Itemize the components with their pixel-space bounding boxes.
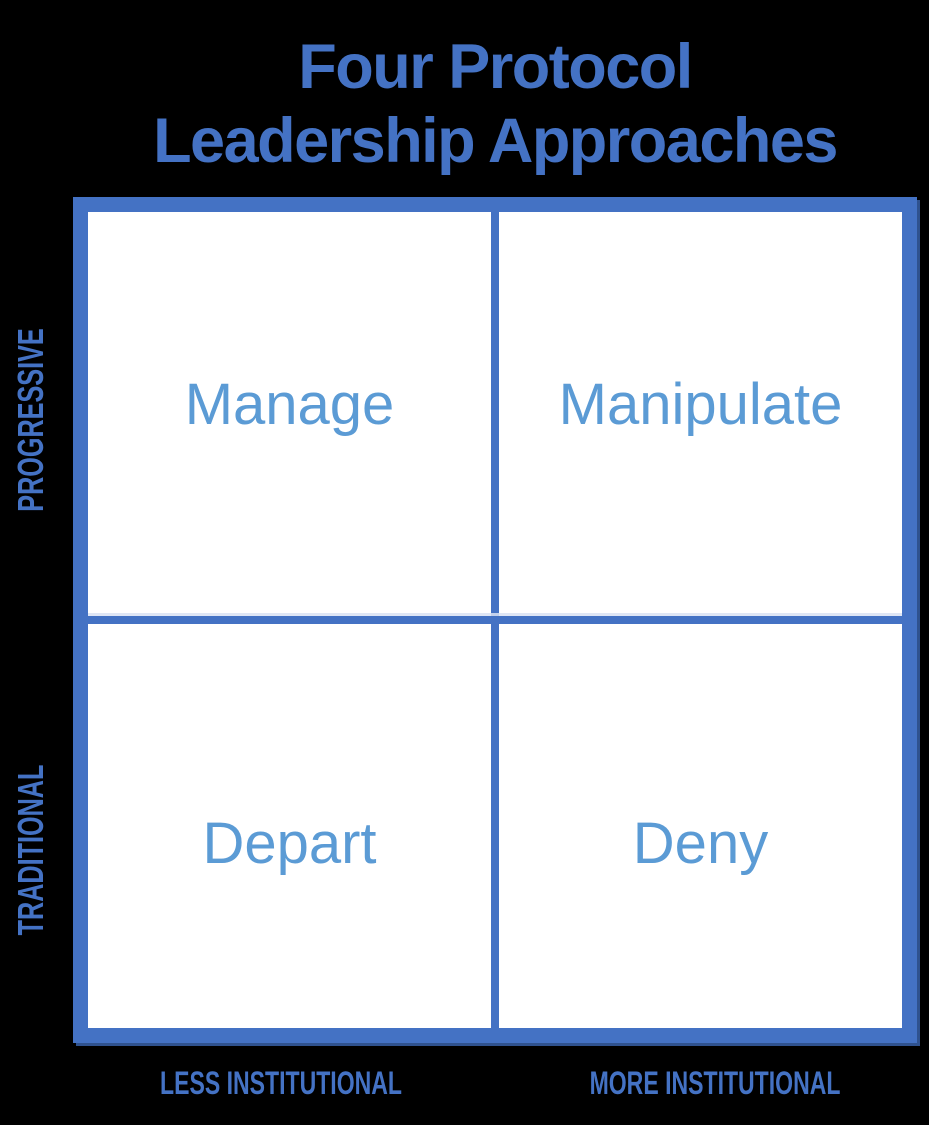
quadrant-label-deny: Deny xyxy=(632,810,769,876)
matrix-frame: Manage Manipulate Depart Deny xyxy=(73,197,917,1043)
quadrant-top-left: Manage xyxy=(88,212,491,616)
quadrant-bottom-right: Deny xyxy=(499,624,902,1028)
quadrant-label-manage: Manage xyxy=(184,371,395,437)
quadrant-label-manipulate: Manipulate xyxy=(558,371,843,437)
title-line-1: Four Protocol xyxy=(298,32,693,102)
x-axis-label-more-institutional: MORE INSTITUTIONAL xyxy=(589,1065,841,1101)
x-axis-label-less-institutional: LESS INSTITUTIONAL xyxy=(160,1065,402,1101)
quadrant-label-depart: Depart xyxy=(202,810,377,876)
title-line-2: Leadership Approaches xyxy=(153,106,838,176)
quadrant-bottom-left: Depart xyxy=(88,624,491,1028)
y-axis-label-progressive: PROGRESSIVE xyxy=(10,328,51,512)
page-title: Four Protocol Leadership Approaches xyxy=(73,30,917,178)
quadrant-top-right: Manipulate xyxy=(499,212,902,616)
y-axis-label-traditional: TRADITIONAL xyxy=(10,764,51,936)
